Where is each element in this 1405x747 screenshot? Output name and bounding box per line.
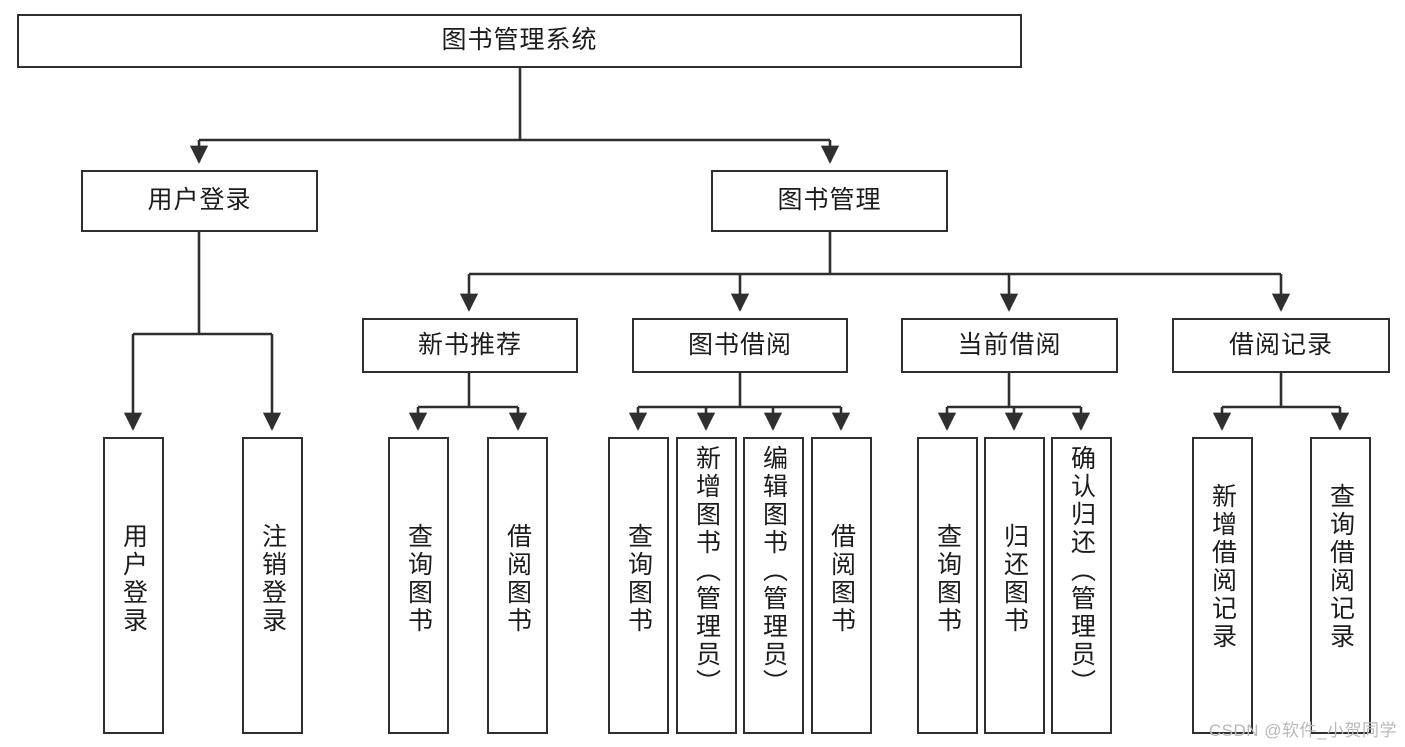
node-leaf-query-book-1[interactable]: 查询图书 (388, 437, 449, 734)
watermark-text: CSDN @软件_小贺同学 (1208, 721, 1397, 740)
node-leaf-query-record[interactable]: 查询借阅记录 (1310, 437, 1371, 734)
node-leaf-borrow-book-1-label: 借阅图书 (503, 523, 532, 635)
node-book-manage-label: 图书管理 (777, 186, 882, 215)
node-user-login-label: 用户登录 (147, 186, 252, 215)
node-new-book-recommend-label: 新书推荐 (417, 330, 522, 359)
node-new-book-recommend[interactable]: 新书推荐 (362, 318, 578, 373)
node-leaf-user-login-label: 用户登录 (119, 523, 148, 635)
node-leaf-borrow-book-1[interactable]: 借阅图书 (487, 437, 548, 734)
node-book-borrow-label: 图书借阅 (687, 330, 792, 359)
node-leaf-query-book-2-label: 查询图书 (624, 523, 653, 635)
node-leaf-query-book-3[interactable]: 查询图书 (917, 437, 978, 734)
node-leaf-logout[interactable]: 注销登录 (242, 437, 303, 734)
node-leaf-query-book-2[interactable]: 查询图书 (608, 437, 669, 734)
node-leaf-logout-label: 注销登录 (258, 523, 287, 635)
node-current-borrow[interactable]: 当前借阅 (901, 318, 1118, 373)
node-borrow-record[interactable]: 借阅记录 (1172, 318, 1390, 373)
node-book-manage[interactable]: 图书管理 (711, 170, 948, 232)
node-leaf-query-record-label: 查询借阅记录 (1326, 483, 1355, 651)
node-leaf-confirm-return[interactable]: 确认归还（管理员） (1051, 437, 1112, 734)
node-leaf-add-record-label: 新增借阅记录 (1208, 483, 1237, 651)
node-leaf-return-book[interactable]: 归还图书 (984, 437, 1045, 734)
node-root[interactable]: 图书管理系统 (17, 14, 1022, 68)
node-leaf-return-book-label: 归还图书 (1000, 523, 1029, 635)
node-leaf-user-login[interactable]: 用户登录 (103, 437, 164, 734)
node-leaf-edit-book-label: 编辑图书（管理员） (759, 445, 788, 697)
node-borrow-record-label: 借阅记录 (1228, 330, 1333, 359)
node-leaf-query-book-1-label: 查询图书 (404, 523, 433, 635)
node-leaf-edit-book[interactable]: 编辑图书（管理员） (743, 437, 804, 734)
node-leaf-query-book-3-label: 查询图书 (933, 523, 962, 635)
node-leaf-borrow-book-2-label: 借阅图书 (827, 523, 856, 635)
node-leaf-borrow-book-2[interactable]: 借阅图书 (811, 437, 872, 734)
node-current-borrow-label: 当前借阅 (957, 330, 1062, 359)
node-root-label: 图书管理系统 (441, 26, 598, 55)
node-user-login[interactable]: 用户登录 (81, 170, 318, 232)
node-leaf-add-record[interactable]: 新增借阅记录 (1192, 437, 1253, 734)
node-book-borrow[interactable]: 图书借阅 (632, 318, 848, 373)
node-leaf-confirm-return-label: 确认归还（管理员） (1067, 445, 1096, 697)
node-leaf-add-book[interactable]: 新增图书（管理员） (676, 437, 737, 734)
node-leaf-add-book-label: 新增图书（管理员） (692, 445, 721, 697)
